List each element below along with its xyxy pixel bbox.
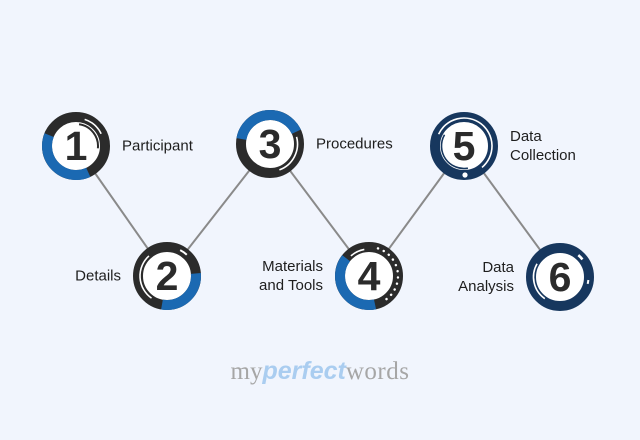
logo-text-words: words (345, 358, 410, 385)
step-2-ring (133, 242, 201, 310)
step-3-number: 3 (258, 120, 282, 167)
brand-logo: myperfectwords (231, 357, 410, 386)
step-node-3: 3 (230, 104, 310, 184)
step-node-1: 1 (36, 106, 116, 186)
step-label-materials-and-tools: Materials and Tools (259, 258, 323, 294)
step-node-2: 2 (127, 236, 207, 316)
step-label-details: Details (75, 267, 121, 285)
step-label-data-analysis: Data Analysis (458, 259, 514, 295)
step-6-ring (526, 243, 594, 311)
step-3-ring (236, 110, 304, 178)
step-node-5: 5 (424, 106, 504, 186)
step-4-ring (335, 242, 403, 310)
step-label-participant: Participant (122, 137, 193, 155)
logo-text-my: my (230, 358, 263, 385)
step-node-6: 6 (520, 237, 600, 317)
logo-text-perfect: perfect (262, 357, 346, 385)
step-6-number: 6 (548, 253, 572, 300)
step-2-number: 2 (155, 252, 179, 299)
step-4-number: 4 (357, 252, 381, 299)
step-node-4: 4 (329, 236, 409, 316)
step-label-data-collection: Data Collection (510, 128, 576, 164)
step-label-procedures: Procedures (316, 135, 393, 153)
step-5-number: 5 (452, 122, 476, 169)
step-1-number: 1 (64, 122, 88, 169)
step-5-ring (430, 112, 498, 180)
step-1-ring (42, 112, 110, 180)
